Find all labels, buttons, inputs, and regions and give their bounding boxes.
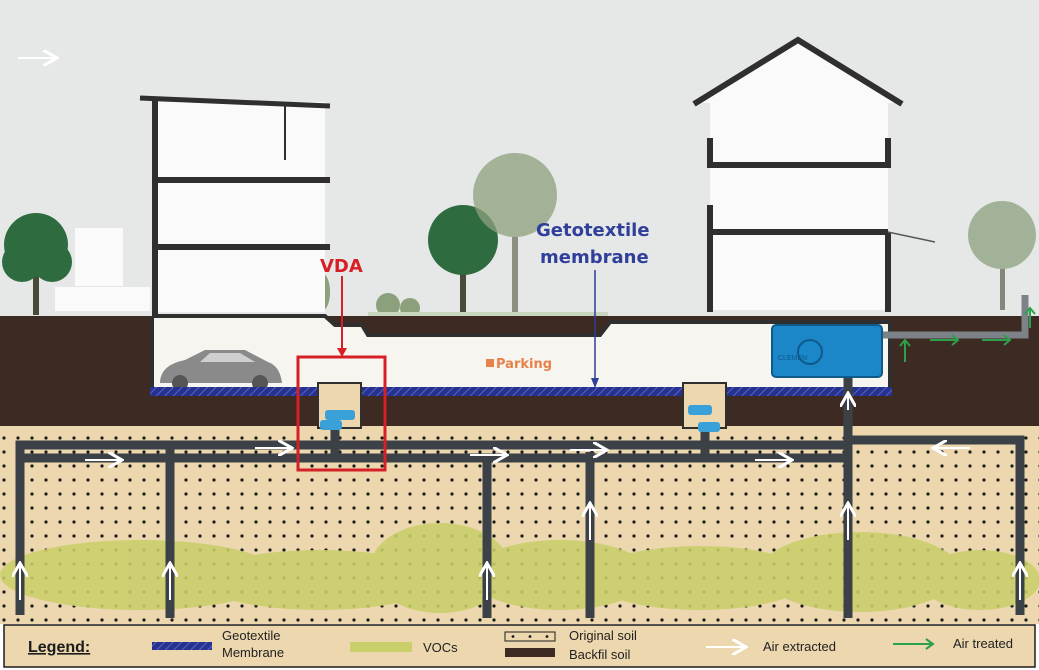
legend-backfill-swatch [505,648,555,657]
air-treated-arrowhead-icon [899,338,911,347]
background-wall [55,287,150,311]
legend-original-soil: Original soil [569,628,637,643]
geotextile-label-line2: membrane [540,247,649,268]
parking-structure-outline [152,314,890,337]
parking-marker-icon [486,359,494,367]
geotextile-label-line1: Getotextile [536,220,650,241]
building-right [692,36,936,312]
air-treated-arrowhead-icon [1024,306,1036,315]
tree-background-icon [473,153,557,315]
car-icon [160,350,282,391]
legend-geotextile-line1: Geotextile [222,628,281,643]
legend-geotextile-line2: Membrane [222,645,284,660]
valve-icons [320,405,720,432]
air-treated-arrows [899,306,1036,362]
legend-backfill-soil: Backfil soil [569,647,631,662]
tree-right-icon [968,201,1036,310]
parking-label: Parking [496,357,552,372]
unit-brand-label: CLEMEN [778,355,807,362]
treatment-unit-icon: CLEMEN [771,324,883,378]
air-treated-arrowhead-icon [951,334,960,346]
legend-air-treated: Air treated [953,636,1013,651]
air-extracted-arrows [20,395,1020,600]
vda-highlight-box [296,355,387,472]
legend-voc-swatch [350,642,412,652]
vda-label: VDA [320,256,363,277]
legend-membrane-swatch [152,642,212,650]
legend: Legend: Geotextile Membrane VOCs Origina… [3,624,1036,668]
parking-structure [152,316,890,390]
building-left [139,95,331,315]
backfill-under-slab [150,396,892,426]
legend-vocs: VOCs [423,640,458,655]
legend-title: Legend: [28,639,90,656]
tree-left-icon [2,213,72,315]
voc-cloud [0,523,1039,613]
air-treated-arrowhead-icon [1003,334,1012,346]
tree-center-icon [428,205,498,315]
geotextile-membrane [150,387,892,396]
legend-air-extracted: Air extracted [763,639,836,654]
background-building [75,228,123,286]
